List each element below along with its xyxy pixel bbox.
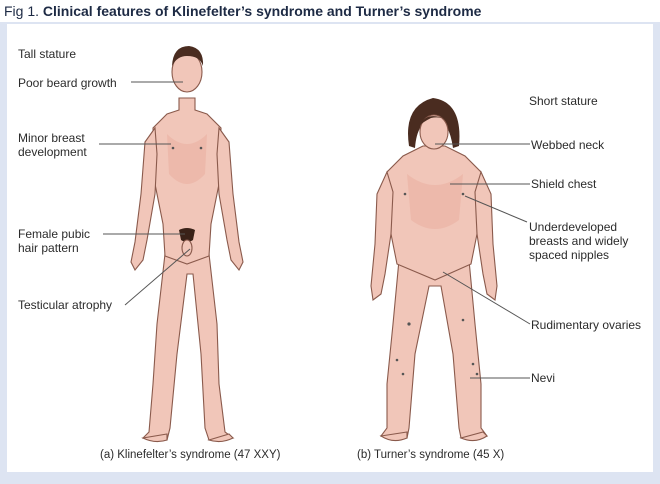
label-webbed-neck: Webbed neck — [531, 138, 605, 152]
male-hair — [172, 46, 204, 66]
label-short-stature: Short stature — [529, 94, 598, 108]
female-left-arm — [370, 170, 394, 301]
label-female-pubic-line2: hair pattern — [18, 241, 79, 255]
label-underdeveloped-line1: Underdeveloped — [529, 220, 618, 234]
figure-title: Fig 1. Clinical features of Klinefelter’… — [4, 3, 481, 19]
leader-lines — [99, 81, 531, 379]
label-rudimentary-ovaries: Rudimentary ovaries — [531, 318, 642, 332]
illustration — [99, 46, 531, 443]
label-minor-breast-line1: Minor breast — [18, 131, 85, 145]
label-shield-chest: Shield chest — [531, 177, 597, 191]
male-left-arm — [130, 126, 158, 272]
female-head — [419, 114, 449, 150]
caption-klinefelter: (a) Klinefelter’s syndrome (47 XXY) — [100, 449, 281, 461]
label-poor-beard-growth: Poor beard growth — [18, 76, 117, 90]
caption-turner: (b) Turner’s syndrome (45 X) — [357, 449, 505, 461]
klinefelter-figure — [130, 46, 244, 443]
male-pubic-hair — [179, 228, 195, 242]
male-right-arm — [216, 126, 244, 272]
label-tall-stature: Tall stature — [18, 47, 77, 61]
figure-header: Fig 1. Clinical features of Klinefelter’… — [0, 0, 660, 22]
figure-panel: Tall stature Poor beard growth Minor bre… — [7, 24, 653, 472]
male-legs — [141, 253, 235, 441]
label-underdeveloped-line2: breasts and widely — [529, 234, 629, 248]
figure-title-text: Clinical features of Klinefelter’s syndr… — [42, 3, 482, 19]
label-nevi: Nevi — [531, 371, 556, 385]
label-female-pubic-line1: Female pubic — [18, 227, 91, 241]
label-testicular-atrophy: Testicular atrophy — [18, 298, 113, 312]
figure-number: Fig 1. — [4, 3, 40, 19]
female-legs — [379, 259, 489, 439]
label-minor-breast-line2: development — [18, 145, 87, 159]
turner-figure — [370, 98, 498, 442]
label-underdeveloped-line3: spaced nipples — [529, 248, 610, 262]
female-right-arm — [474, 170, 498, 301]
female-hair — [408, 98, 460, 148]
